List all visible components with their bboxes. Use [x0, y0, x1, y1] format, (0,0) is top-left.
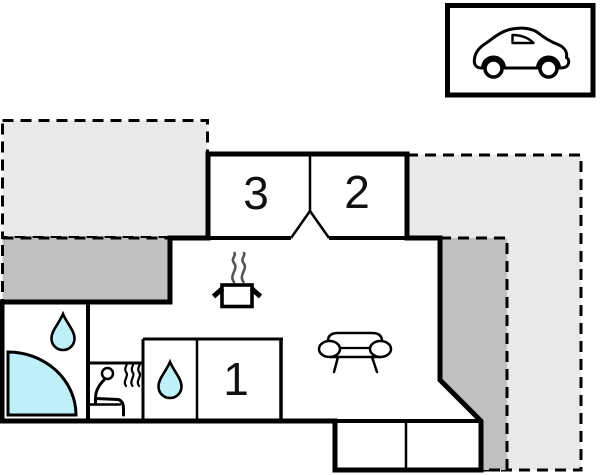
heat-waves-icon: [123, 361, 142, 388]
steam-icon: [231, 251, 247, 284]
sauna-person-icon: [88, 366, 125, 417]
terrace-top-left: [1, 119, 209, 239]
pot-body: [220, 283, 254, 309]
car-window: [511, 33, 535, 45]
exterior-walls: [0, 151, 484, 473]
pot-handles: [211, 286, 263, 299]
sofa-icon: [317, 331, 393, 374]
interior-walls: [86, 156, 481, 470]
door-swing-lines: [289, 210, 331, 239]
carport: [445, 3, 596, 98]
water-drop-icon: [50, 310, 76, 352]
corner-bathtub-icon: [6, 350, 78, 417]
pot-with-steam-icon: [211, 251, 263, 309]
room-3-label: 3: [243, 167, 269, 219]
terrace-left-dark: [1, 236, 173, 305]
water-drop-icon: [157, 358, 183, 400]
room-1-label: 1: [223, 353, 249, 405]
room-2-label: 2: [344, 166, 370, 218]
car-icon: [472, 26, 571, 79]
